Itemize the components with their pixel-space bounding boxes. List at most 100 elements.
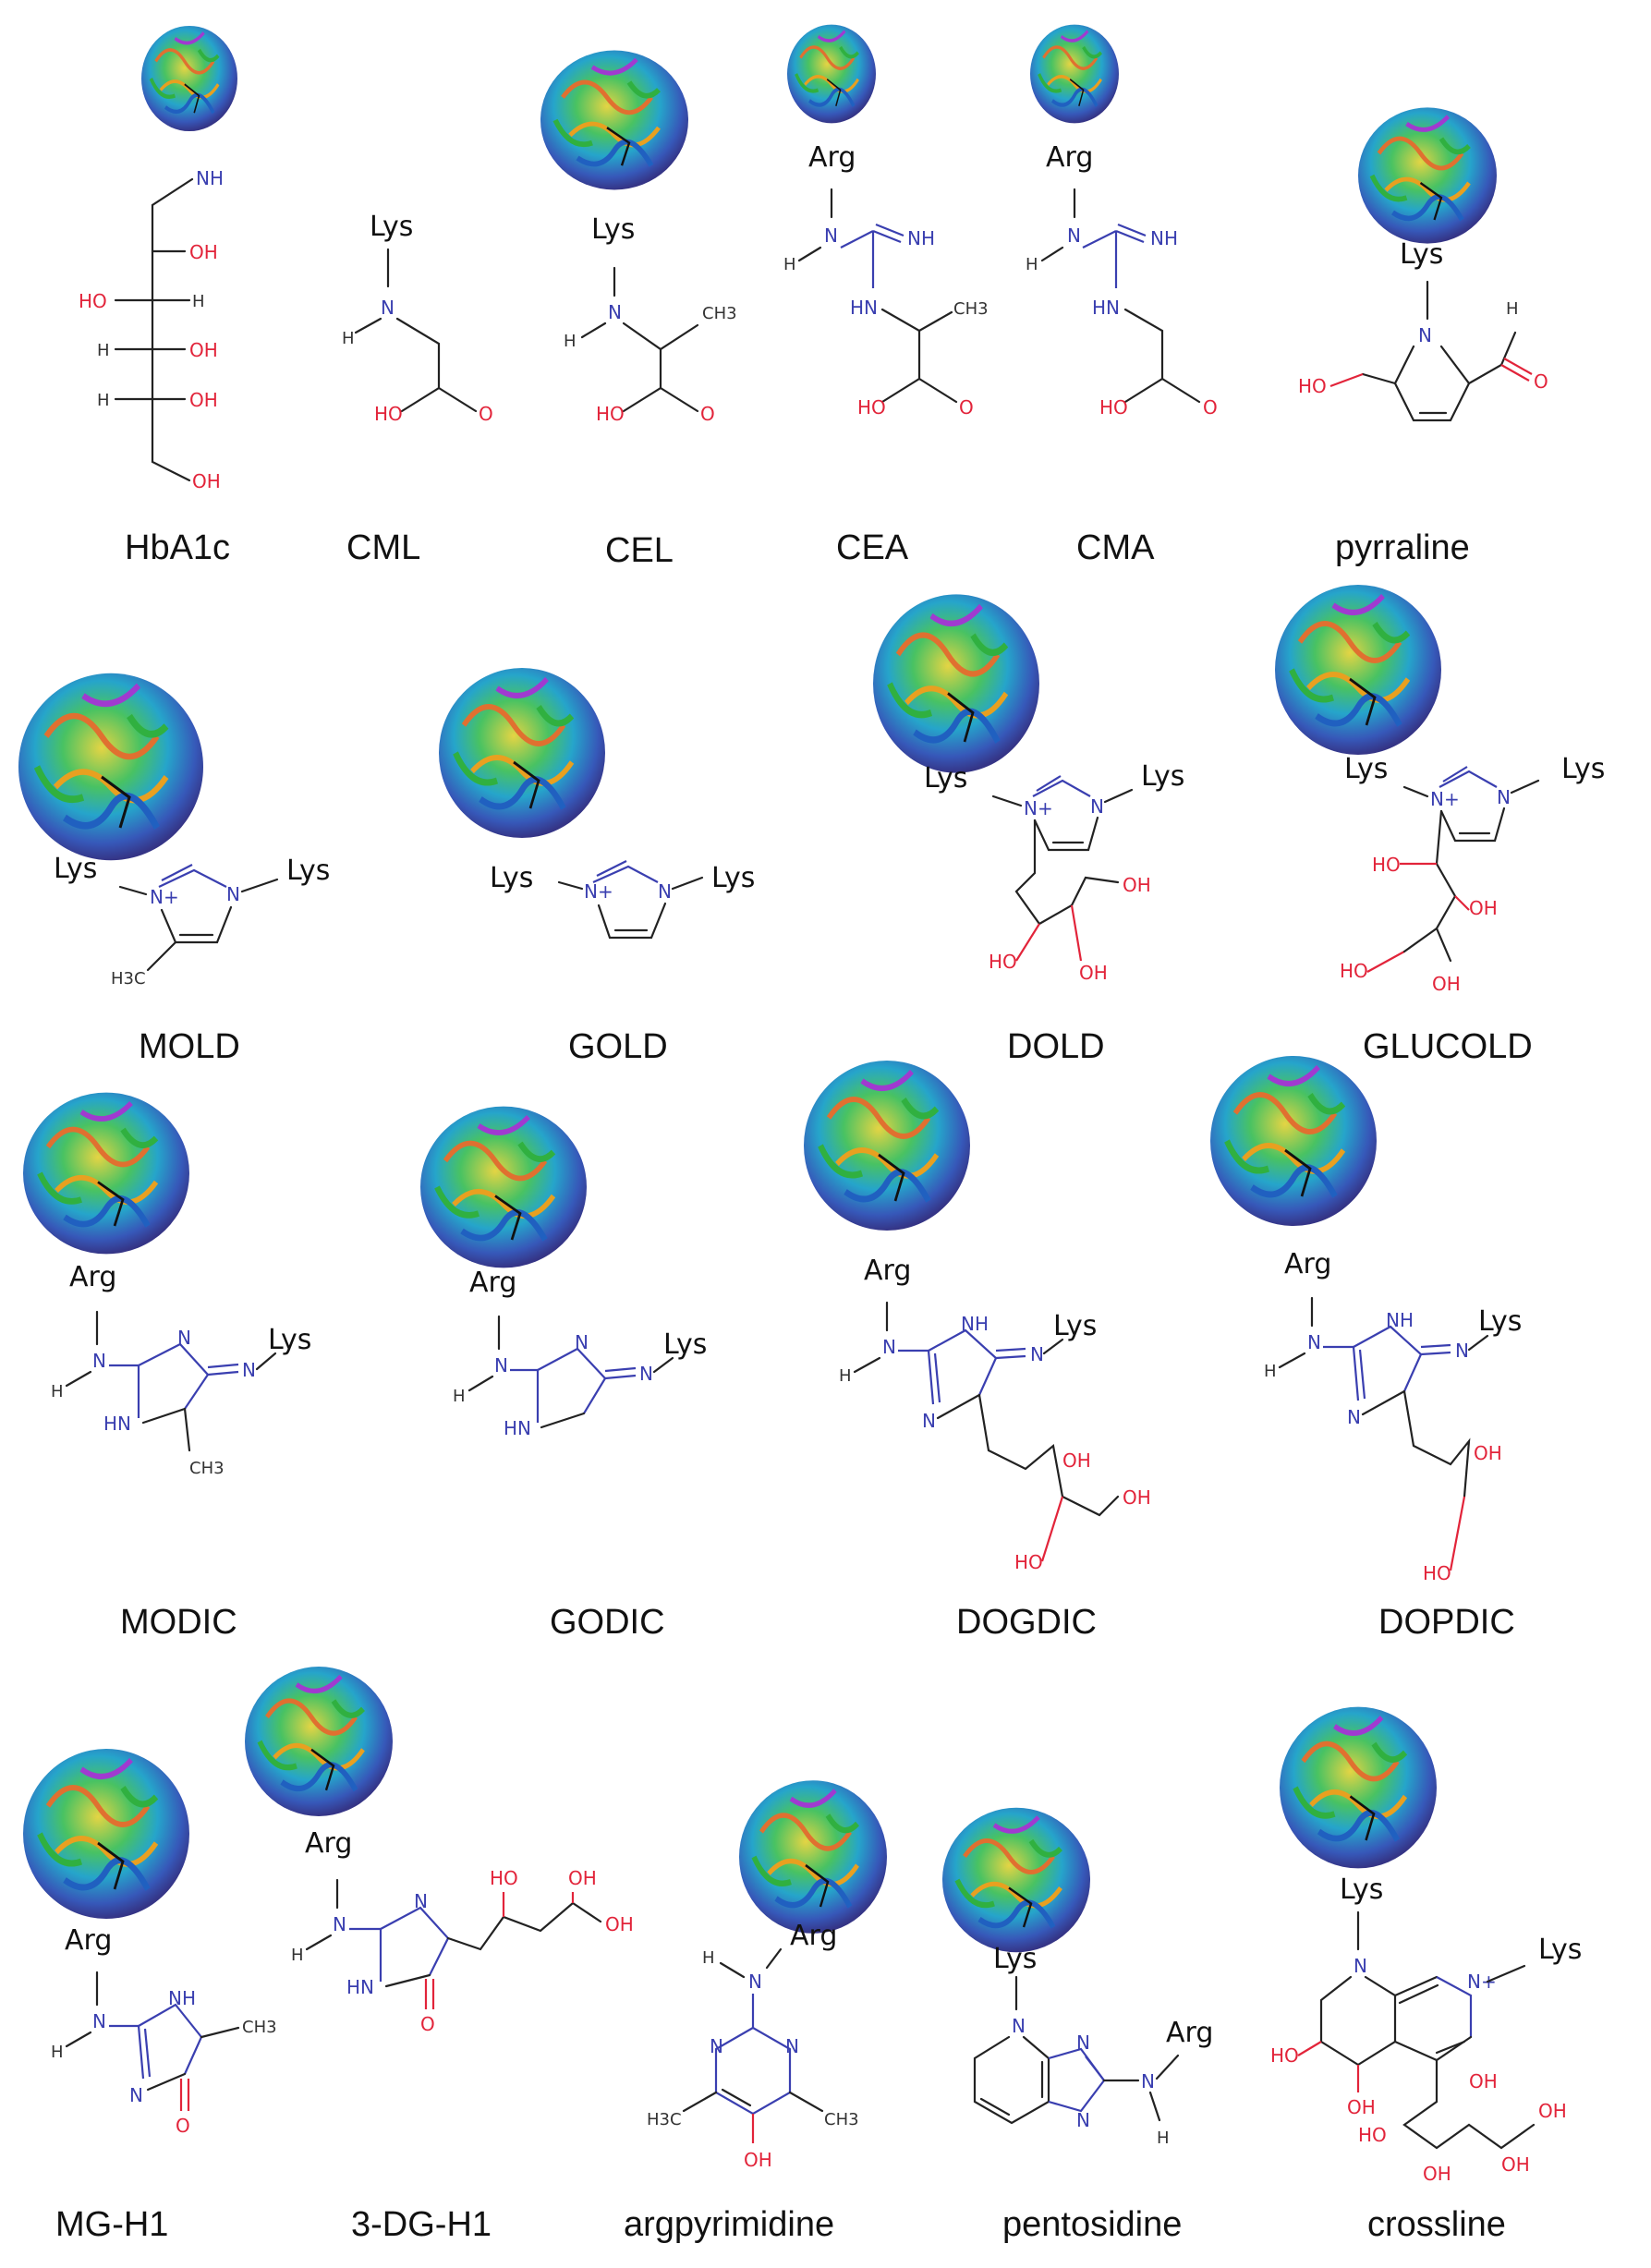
compound-pentosidine: Lys Arg N N N N H pentosidine — [942, 1808, 1213, 2244]
residue2-label: Arg — [1166, 2017, 1213, 2049]
compound-label: 3-DG-H1 — [351, 2205, 492, 2244]
atom-oh: OH — [744, 2149, 772, 2171]
compound-label: GODIC — [550, 1603, 665, 1642]
atom-nh: NH — [168, 1987, 196, 2009]
atom-n: N — [1455, 1340, 1469, 1362]
compound-label: MOLD — [139, 1027, 240, 1066]
atom-h: H — [291, 1946, 304, 1965]
atom-n: N — [1347, 1406, 1361, 1428]
protein-image — [942, 1808, 1090, 1952]
residue-label: Arg — [65, 1924, 112, 1957]
compound-label: DOGDIC — [956, 1603, 1097, 1642]
atom-n: N — [658, 880, 672, 903]
atom-n: N — [1141, 2070, 1155, 2092]
residue-label: Arg — [305, 1827, 352, 1860]
protein-image — [245, 1667, 393, 1816]
atom-ho: HO — [79, 290, 107, 312]
atom-ho: HO — [374, 403, 403, 425]
atom-h: H — [564, 332, 577, 351]
compound-cma: Arg N H NH HN HO O CMA — [1026, 25, 1218, 567]
atom-n: N — [1030, 1343, 1044, 1365]
atom-n: N — [1076, 2031, 1090, 2054]
atom-ho: HO — [596, 403, 625, 425]
atom-n: N — [92, 1350, 106, 1372]
protein-image — [23, 1093, 189, 1255]
atom-ho: HO — [1372, 854, 1401, 876]
atom-h: H — [453, 1387, 466, 1406]
residue-label: Arg — [808, 141, 856, 174]
residue-label: Lys — [490, 862, 533, 894]
atom-n: N — [1354, 1955, 1367, 1977]
atom-hn: HN — [504, 1417, 531, 1439]
atom-o: O — [700, 403, 715, 425]
compound-label: CEA — [836, 528, 909, 567]
atom-h: H — [97, 391, 110, 410]
protein-image — [540, 51, 688, 190]
atom-ch3: CH3 — [702, 304, 737, 323]
atom-n-plus: N+ — [1430, 788, 1460, 810]
atom-ch3: CH3 — [824, 2110, 859, 2129]
atom-oh: OH — [1469, 897, 1498, 919]
compound-label: MG-H1 — [55, 2205, 168, 2244]
protein-image — [141, 26, 237, 131]
atom-nh: NH — [1386, 1309, 1414, 1331]
atom-n: N — [1012, 2015, 1026, 2037]
compound-label: GLUCOLD — [1363, 1027, 1533, 1066]
residue2-label: Lys — [1053, 1310, 1097, 1342]
atom-ho: HO — [857, 396, 886, 418]
atom-n: N — [922, 1410, 936, 1432]
compound-pyrraline: Lys N HO H O pyrraline — [1298, 107, 1548, 567]
atom-ho: HO — [490, 1867, 518, 1889]
residue-label: Arg — [1284, 1248, 1331, 1280]
atom-ch3: CH3 — [953, 299, 989, 319]
atom-h: H — [1157, 2129, 1170, 2148]
atom-oh: OH — [1423, 2163, 1451, 2185]
atom-n: N — [1307, 1331, 1321, 1353]
atom-n: N — [494, 1354, 508, 1377]
atom-n: N — [824, 224, 838, 247]
compound-label: CML — [346, 528, 420, 567]
protein-image — [873, 594, 1039, 772]
compound-cel: Lys N H CH3 HO O CEL — [540, 51, 737, 570]
atom-n: N — [414, 1890, 428, 1912]
atom-oh: OH — [1538, 2100, 1567, 2122]
residue2-label: Lys — [1141, 760, 1184, 793]
atom-ch3: CH3 — [242, 2018, 277, 2037]
atom-hn: HN — [103, 1413, 131, 1435]
compound-label: pentosidine — [1002, 2205, 1182, 2244]
atom-n: N — [785, 2035, 799, 2057]
atom-n: N — [882, 1336, 896, 1358]
protein-image — [1280, 1707, 1437, 1869]
atom-h: H — [51, 2043, 64, 2062]
atom-hn: HN — [850, 297, 878, 319]
compound-gold: Lys Lys N+ N GOLD — [439, 668, 755, 1066]
atom-ho: HO — [1099, 396, 1128, 418]
compound-cea: Arg N H NH HN CH3 HO O CEA — [783, 25, 989, 567]
protein-image — [1030, 25, 1119, 124]
atom-h3c: H3C — [111, 969, 146, 988]
compound-label: MODIC — [120, 1603, 237, 1642]
atom-o: O — [479, 403, 493, 425]
compound-crossline: Lys Lys N N+ HO OH HO OH OH OH OH crossl… — [1270, 1707, 1582, 2244]
protein-image — [739, 1780, 887, 1934]
atom-n-plus: N+ — [1467, 1971, 1497, 1993]
atom-nh: NH — [196, 167, 224, 189]
compound-label: DOLD — [1007, 1027, 1105, 1066]
residue2-label: Lys — [711, 862, 755, 894]
atom-h: H — [1026, 255, 1038, 274]
residue2-label: Lys — [1478, 1305, 1522, 1338]
atom-o: O — [959, 396, 974, 418]
compound-label: crossline — [1367, 2205, 1506, 2244]
atom-oh: OH — [605, 1913, 634, 1935]
atom-n: N — [129, 2084, 143, 2106]
residue-label: Arg — [864, 1255, 911, 1287]
atom-oh: OH — [189, 241, 218, 263]
atom-oh: OH — [1123, 1486, 1151, 1509]
residue-label: Arg — [69, 1261, 116, 1293]
protein-image — [1210, 1056, 1377, 1226]
compound-label: pyrraline — [1335, 528, 1470, 567]
atom-oh: OH — [1079, 962, 1108, 984]
atom-h: H — [1264, 1362, 1277, 1381]
residue-label: Lys — [1344, 753, 1388, 785]
atom-n: N — [748, 1971, 762, 1993]
